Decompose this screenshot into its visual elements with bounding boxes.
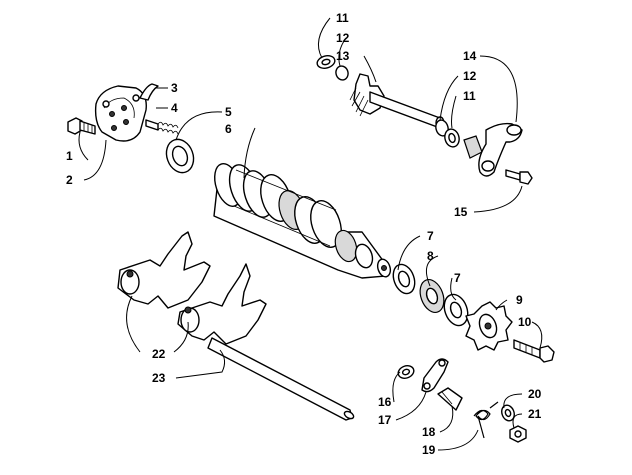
- part-21-nut: [509, 425, 527, 443]
- part-22-shift-fork-b: [177, 263, 267, 345]
- part-6-shift-drum: [213, 163, 392, 279]
- part-3-spring-clip: [139, 83, 159, 101]
- callout-13: 13: [336, 49, 350, 63]
- callout-7-upper: 7: [427, 229, 434, 243]
- callout-22: 22: [152, 347, 166, 361]
- callout-2: 2: [66, 173, 73, 187]
- callout-17: 17: [378, 413, 392, 427]
- callout-6: 6: [225, 122, 232, 136]
- part-9-star-wheel: [465, 301, 513, 351]
- part-5-washer: [165, 138, 195, 174]
- callout-19: 19: [422, 443, 436, 457]
- part-18-collar-bolt: [437, 387, 463, 411]
- callout-18: 18: [422, 425, 436, 439]
- callout-21: 21: [528, 407, 542, 421]
- part-17-stopper-lever: [421, 358, 449, 393]
- part-7-washer-a: [392, 263, 416, 295]
- callout-16: 16: [378, 395, 392, 409]
- callout-11-top: 11: [336, 11, 349, 25]
- part-15-bolt: [505, 169, 533, 185]
- callout-7-lower: 7: [454, 271, 461, 285]
- callout-12-right: 12: [463, 69, 477, 83]
- part-7-washer-b: [443, 293, 469, 327]
- callout-15: 15: [454, 205, 468, 219]
- part-1-bolt: [67, 117, 96, 135]
- callout-14: 14: [463, 49, 477, 63]
- leader-lines: [78, 17, 543, 451]
- part-19-return-spring: [473, 401, 499, 439]
- part-12-ring-top: [335, 65, 349, 81]
- part-23-fork-shaft: [207, 337, 355, 421]
- part-12-ring-right: [435, 119, 449, 137]
- callout-12-top: 12: [336, 31, 350, 45]
- part-11-washer-right: [444, 128, 460, 148]
- callout-10: 10: [518, 315, 532, 329]
- callout-8: 8: [427, 249, 434, 263]
- callout-20: 20: [528, 387, 542, 401]
- part-14-shift-arm: [463, 122, 523, 177]
- callout-3: 3: [171, 81, 178, 95]
- callout-labels: 1 2 3 4 5 6 7 7 8 9 10 11 11 12 12 13 14…: [66, 11, 542, 457]
- part-2-detent-housing: [94, 85, 147, 142]
- part-13-shift-shaft: [349, 73, 445, 130]
- part-20-washer: [501, 404, 515, 422]
- part-22-shift-fork-a: [117, 231, 211, 309]
- part-8-thrust-bearing: [419, 278, 445, 314]
- callout-5: 5: [225, 105, 232, 119]
- callout-23: 23: [152, 371, 166, 385]
- part-11-washer-top: [316, 55, 336, 69]
- callout-1: 1: [66, 149, 73, 163]
- part-4-plunger-spring: [145, 119, 179, 135]
- part-16-washer: [397, 365, 415, 379]
- callout-11-right: 11: [463, 89, 476, 103]
- part-10-bolt: [513, 339, 555, 363]
- callout-9: 9: [516, 293, 523, 307]
- callout-4: 4: [171, 101, 178, 115]
